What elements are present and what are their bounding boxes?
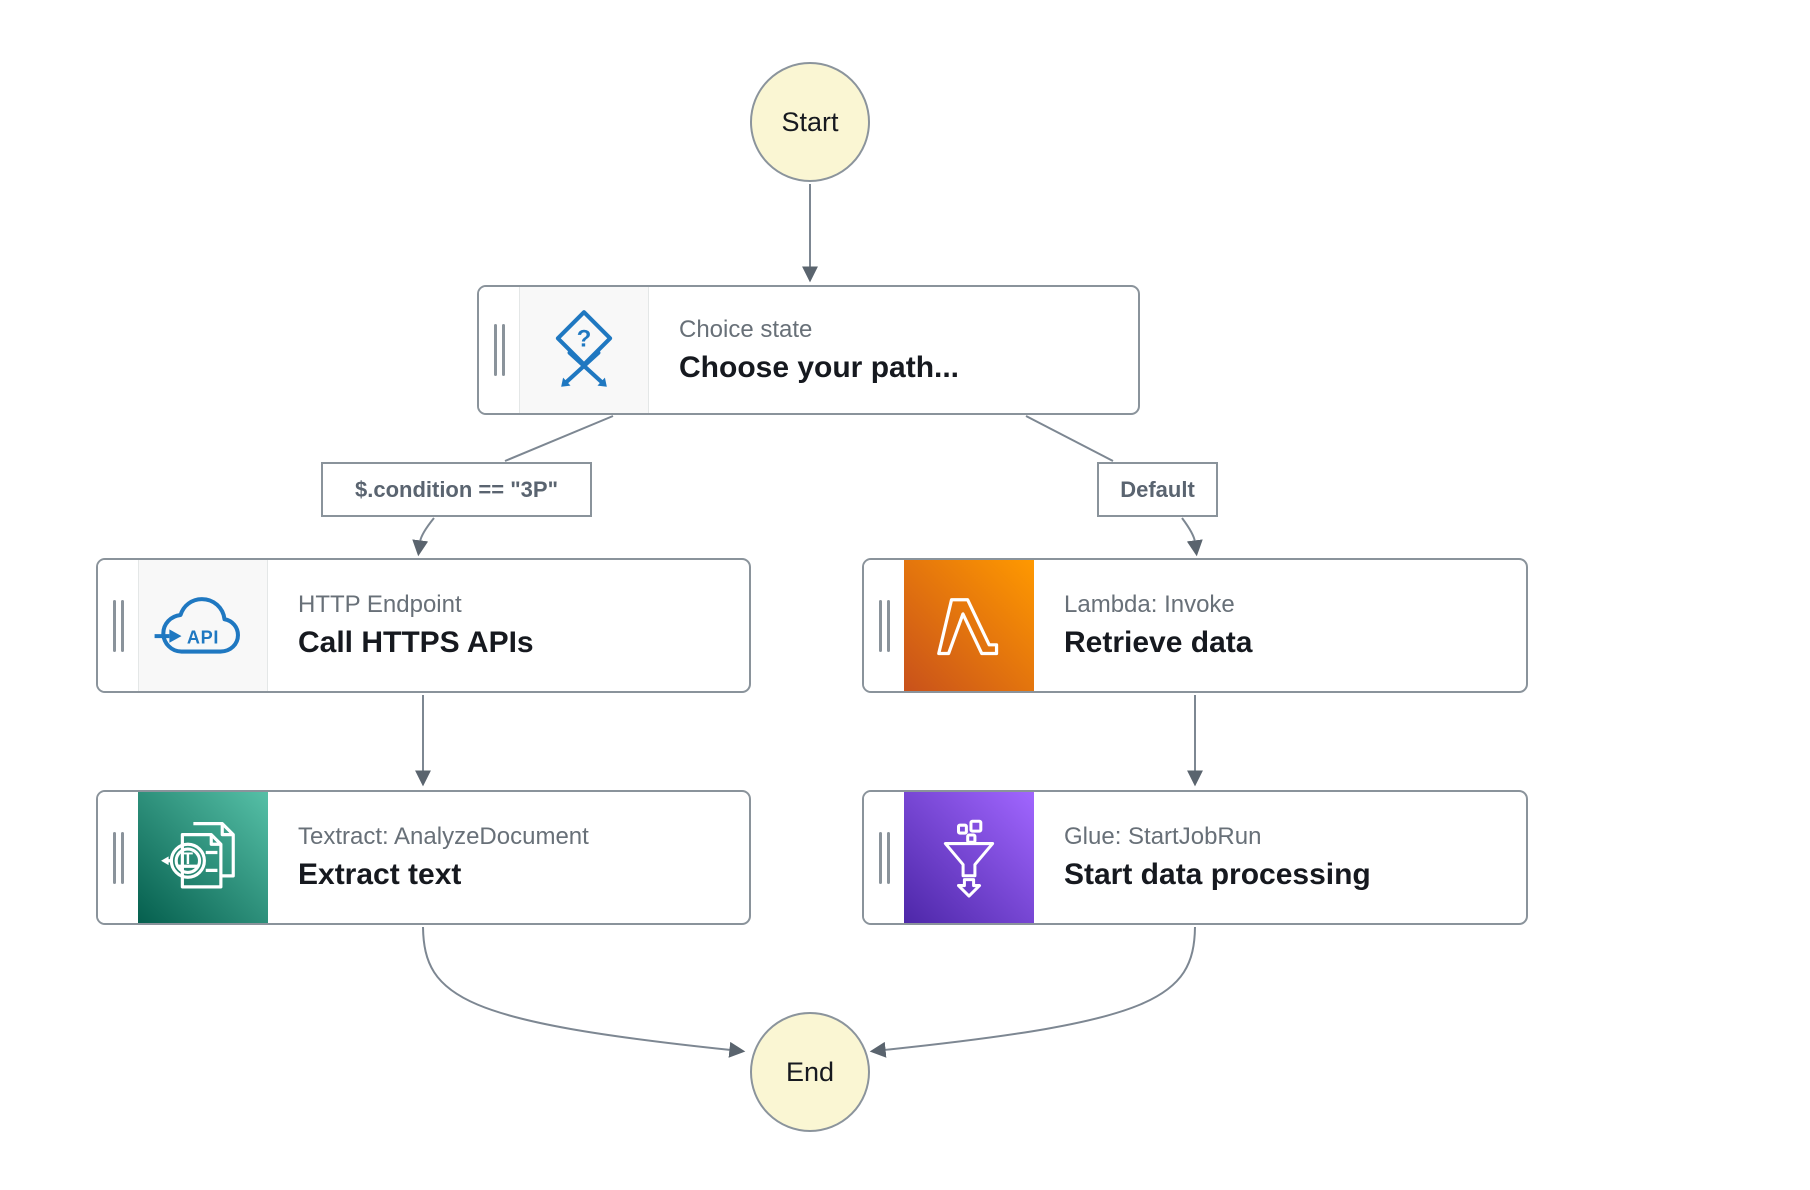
node-title: Retrieve data [1064, 626, 1253, 659]
node-http-endpoint[interactable]: API HTTP Endpoint Call HTTPS APIs [96, 558, 751, 693]
node-type-label: Textract: AnalyzeDocument [298, 823, 589, 850]
node-choice-state[interactable]: ? Choice state Choose your path... [477, 285, 1140, 415]
start-node: Start [750, 62, 870, 182]
node-title: Extract text [298, 858, 462, 891]
node-title: Choose your path... [679, 350, 960, 384]
edge-condition-label-to-http [412, 517, 435, 557]
node-type-label: HTTP Endpoint [298, 591, 462, 618]
node-glue-startjobrun[interactable]: Glue: StartJobRun Start data processing [862, 790, 1528, 925]
node-textract-analyzedocument[interactable]: T Textract: AnalyzeDocument Extract text [96, 790, 751, 925]
api-text-glyph: API [187, 627, 219, 647]
drag-handle[interactable] [98, 792, 138, 923]
drag-handle[interactable] [864, 560, 904, 691]
end-node: End [750, 1012, 870, 1132]
node-type-label: Choice state [679, 315, 813, 343]
choice-branch-icon: ? [519, 287, 649, 413]
lambda-icon [904, 560, 1034, 691]
node-lambda-invoke[interactable]: Lambda: Invoke Retrieve data [862, 558, 1528, 693]
drag-handle[interactable] [98, 560, 138, 691]
edge-choice-to-default-label [1025, 415, 1114, 462]
end-label: End [785, 1056, 835, 1087]
edge-label-condition: $.condition == "3P" [321, 462, 592, 517]
node-type-label: Glue: StartJobRun [1064, 823, 1262, 850]
edge-default-label-to-lambda [1181, 517, 1203, 557]
magnifier-letter-glyph: T [183, 850, 193, 868]
edge-choice-to-condition-label [504, 415, 614, 462]
node-title: Start data processing [1064, 858, 1371, 891]
node-type-label: Lambda: Invoke [1064, 591, 1235, 618]
edge-glue-to-end [869, 926, 1196, 1058]
question-mark-glyph: ? [577, 326, 592, 353]
start-label: Start [781, 106, 839, 137]
glue-funnel-icon [904, 792, 1034, 923]
edge-textract-to-end [422, 926, 746, 1058]
textract-document-search-icon: T [138, 792, 268, 923]
edge-label-default: Default [1097, 462, 1218, 517]
api-cloud-icon: API [138, 560, 268, 691]
node-title: Call HTTPS APIs [298, 626, 534, 659]
drag-handle[interactable] [864, 792, 904, 923]
drag-handle[interactable] [479, 287, 519, 413]
